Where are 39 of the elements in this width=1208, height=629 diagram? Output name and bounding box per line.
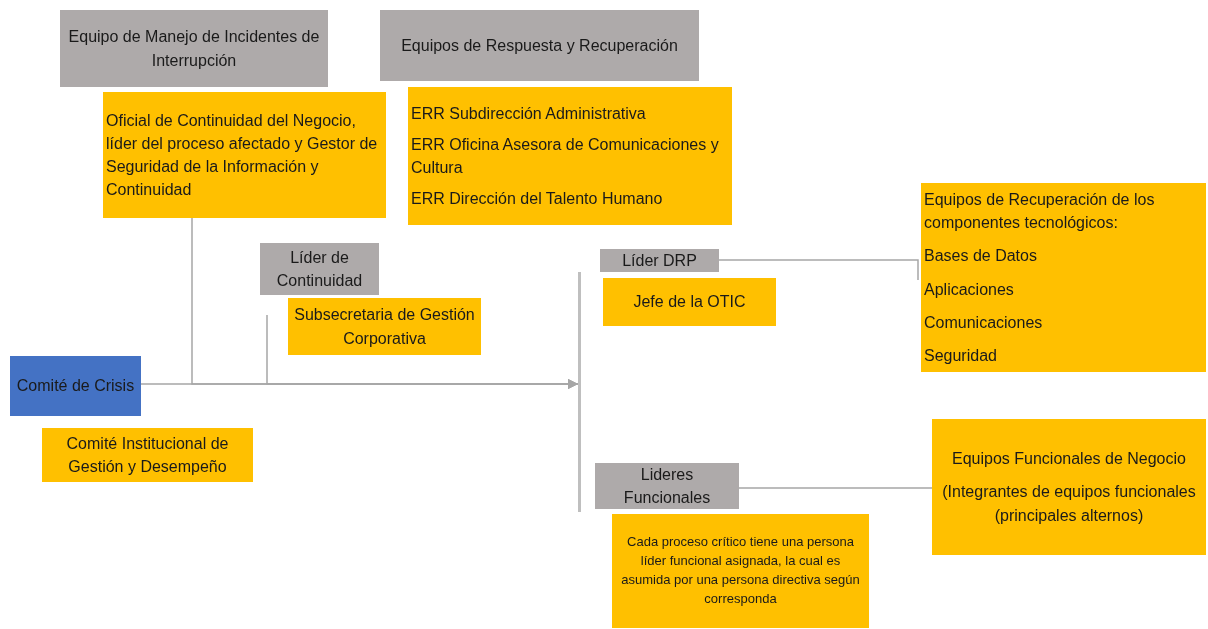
box-text: Seguridad	[924, 345, 997, 366]
role-box	[288, 298, 481, 355]
group-heading-box	[380, 10, 699, 81]
box-text: Bases de Datos	[924, 246, 1037, 267]
box-text: Aplicaciones	[924, 279, 1014, 300]
connector-line	[738, 487, 933, 489]
box-text: Líder de Continuidad	[275, 247, 364, 291]
group-heading-box	[60, 10, 328, 87]
box-text: Cada proceso crítico tiene una persona líder funcional asignada, la cual es asumida por una persona directiva según corresponda	[620, 533, 861, 608]
box-text: Jefe de la OTIC	[633, 292, 746, 313]
group-heading-box	[595, 463, 739, 509]
vertical-bar	[578, 272, 581, 512]
box-text: Comité Institucional de Gestión y Desempeño	[65, 433, 230, 477]
role-box	[603, 278, 776, 326]
connector-line	[718, 259, 919, 281]
box-text: Líder DRP	[622, 250, 697, 271]
role-box	[932, 419, 1206, 555]
box-text: Equipos Funcionales de Negocio	[952, 449, 1186, 470]
box-text: ERR Subdirección Administrativa	[411, 103, 646, 124]
role-box	[408, 87, 732, 225]
group-heading-box	[260, 243, 379, 295]
note-box	[612, 514, 869, 628]
arrow	[266, 314, 579, 390]
box-text: ERR Oficina Asesora de Comunicaciones y Cultura	[411, 134, 720, 178]
box-text: Equipo de Manejo de Incidentes de Interrupción	[67, 27, 321, 71]
box-text: Lideres Funcionales	[622, 464, 712, 508]
box-text: ERR Dirección del Talento Humano	[411, 189, 663, 210]
box-text: Equipos de Recuperación de los componentes tecnológicos:	[924, 189, 1156, 234]
role-box	[42, 428, 253, 482]
box-text: Equipos de Respuesta y Recuperación	[401, 35, 678, 56]
role-box	[103, 92, 386, 218]
box-text: (Integrantes de equipos funcionales (principales alternos)	[941, 482, 1197, 526]
box-text: Subsecretaria de Gestión Corporativa	[293, 305, 476, 349]
group-heading-box	[600, 249, 719, 272]
box-text: Oficial de Continuidad del Negocio, líder del proceso afectado y Gestor de Seguridad de la Información y Continuidad	[106, 110, 379, 201]
crisis-committee-box	[10, 356, 141, 416]
role-box	[921, 183, 1206, 372]
box-text: Comunicaciones	[924, 312, 1043, 333]
box-text: Comité de Crisis	[16, 376, 135, 397]
